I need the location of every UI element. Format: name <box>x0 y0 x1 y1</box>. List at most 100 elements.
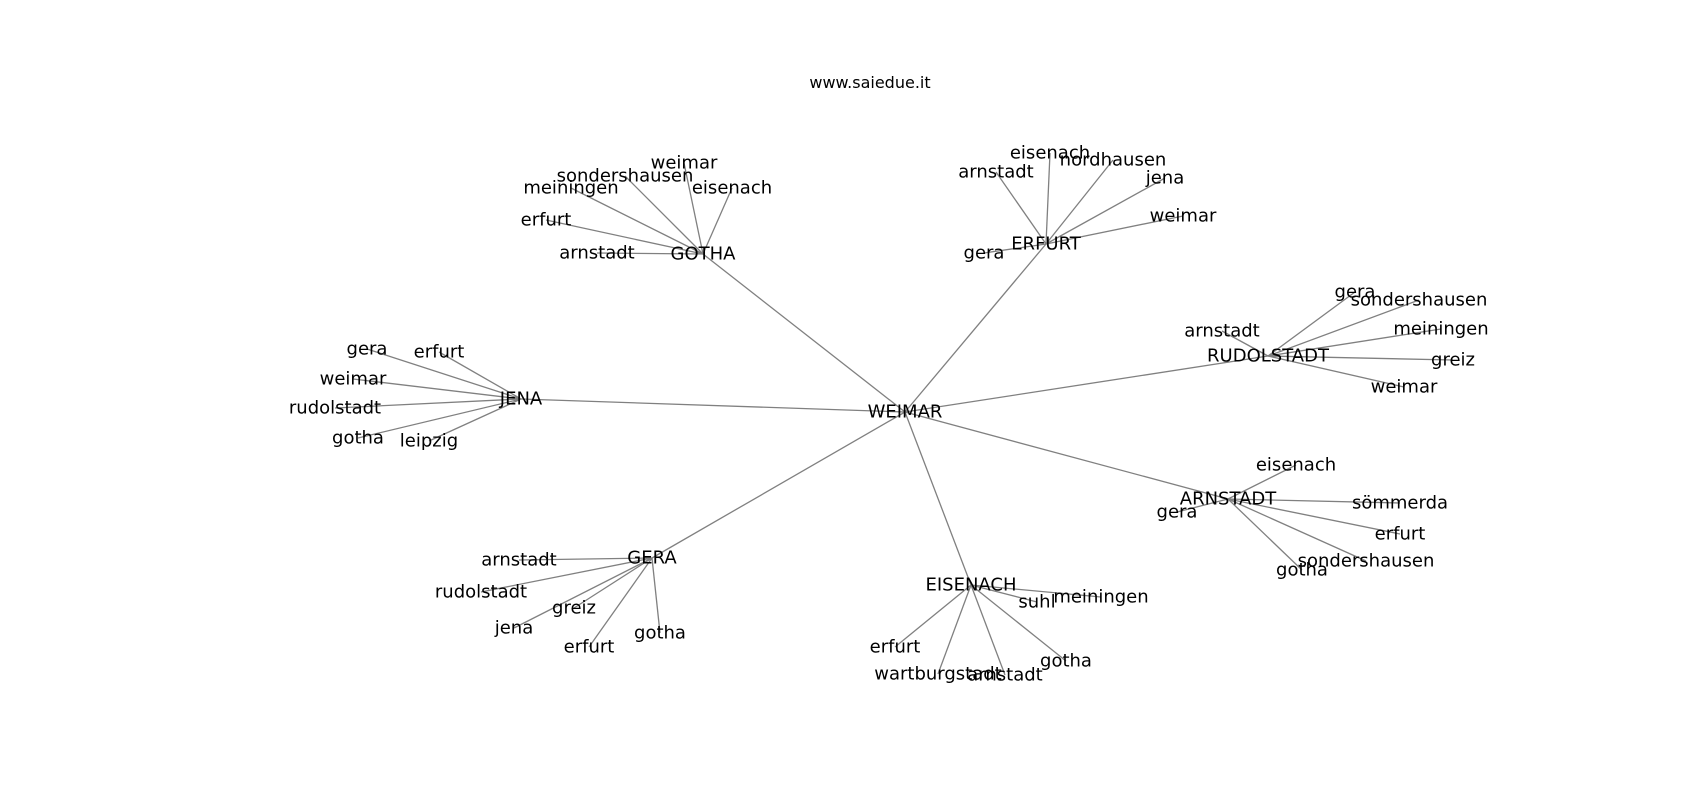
node-hub-erfurt: ERFURT <box>1011 234 1082 255</box>
edge-erfurt-arnstadt <box>995 171 1047 245</box>
edge-center-to-rudolstadt-hub <box>904 355 1269 413</box>
node-leaf-erfurt-weimar: weimar <box>1150 206 1217 227</box>
edge-gotha-arnstadt <box>596 252 704 255</box>
edge-erfurt-weimar <box>1045 215 1184 245</box>
edge-jena-weimar <box>352 378 522 400</box>
edge-eisenach-gotha <box>970 584 1067 662</box>
node-leaf-gotha-sondershausen: sondershausen <box>557 166 694 187</box>
edge-eisenach-erfurt <box>894 584 972 648</box>
node-hub-gera: GERA <box>627 548 677 569</box>
node-hub-rudolstadt: RUDOLSTADT <box>1207 346 1330 367</box>
node-leaf-eisenach-suhl: suhl <box>1018 592 1055 613</box>
edge-arnstadt-sommerda <box>1227 498 1401 504</box>
node-leaf-erfurt-gera: gera <box>964 243 1005 264</box>
node-leaf-rudolstadt-gera: gera <box>1335 282 1376 303</box>
edge-rudolstadt-greiz <box>1267 355 1454 361</box>
node-leaf-erfurt-nordhausen: nordhausen <box>1060 150 1167 171</box>
node-leaf-arnstadt-sondershausen: sondershausen <box>1298 551 1435 572</box>
node-leaf-gotha-meiningen: meiningen <box>523 178 618 199</box>
node-leaf-gotha-eisenach: eisenach <box>692 178 772 199</box>
edge-jena-erfurt <box>438 351 522 400</box>
node-leaf-eisenach-wartburgstadt: wartburgstadt <box>874 664 1002 685</box>
node-leaf-jena-leipzig: leipzig <box>400 431 458 452</box>
edge-rudolstadt-arnstadt <box>1221 330 1269 357</box>
edge-jena-rudolstadt <box>334 398 522 409</box>
node-leaf-arnstadt-sommerda: sömmerda <box>1352 493 1448 514</box>
node-leaf-arnstadt-gotha: gotha <box>1276 560 1328 581</box>
node-leaf-arnstadt-erfurt: erfurt <box>1375 524 1426 545</box>
node-leaf-erfurt-arnstadt: arnstadt <box>958 162 1033 183</box>
edge-erfurt-nordhausen <box>1045 159 1114 245</box>
edge-gera-arnstadt <box>518 557 653 561</box>
node-leaf-jena-gera: gera <box>347 339 388 360</box>
node-hub-gotha: GOTHA <box>671 244 737 265</box>
node-leaf-eisenach-arnstadt: arnstadt <box>967 665 1042 686</box>
node-leaf-jena-gotha: gotha <box>332 428 384 449</box>
edge-center-to-gotha-hub <box>702 253 906 413</box>
node-leaf-jena-rudolstadt: rudolstadt <box>289 398 381 419</box>
edge-eisenach-suhl <box>970 584 1038 603</box>
edge-jena-leipzig <box>428 398 522 442</box>
edge-gera-greiz <box>573 557 653 609</box>
edge-gera-rudolstadt <box>480 557 653 593</box>
edge-gotha-eisenach <box>702 187 733 255</box>
node-leaf-eisenach-erfurt: erfurt <box>870 637 921 658</box>
node-leaf-erfurt-jena: jena <box>1145 168 1185 189</box>
node-leaf-jena-erfurt: erfurt <box>414 342 465 363</box>
diagram-title: www.saiedue.it <box>809 73 930 92</box>
edge-center-to-eisenach-hub <box>904 411 972 586</box>
node-leaf-gotha-weimar: weimar <box>651 153 718 174</box>
edge-gotha-meiningen <box>570 187 704 255</box>
edge-erfurt-jena <box>1045 177 1166 245</box>
node-leaf-gotha-erfurt: erfurt <box>521 210 572 231</box>
edge-center-to-jena-hub <box>520 398 906 413</box>
edge-arnstadt-gera <box>1176 498 1229 513</box>
edge-layer <box>334 152 1454 676</box>
edge-arnstadt-gotha <box>1227 498 1303 571</box>
node-leaf-gera-gotha: gotha <box>634 623 686 644</box>
node-leaf-rudolstadt-sondershausen: sondershausen <box>1351 290 1488 311</box>
node-center-weimar: WEIMAR <box>868 402 943 423</box>
node-leaf-rudolstadt-meiningen: meiningen <box>1393 319 1488 340</box>
node-leaf-arnstadt-gera: gera <box>1157 502 1198 523</box>
edge-gotha-weimar <box>683 162 704 255</box>
node-leaf-jena-weimar: weimar <box>320 369 387 390</box>
edge-center-to-erfurt-hub <box>904 243 1047 413</box>
node-leaf-rudolstadt-greiz: greiz <box>1431 350 1475 371</box>
edge-rudolstadt-gera <box>1267 291 1356 357</box>
node-hub-jena: JENA <box>499 389 543 410</box>
node-leaf-rudolstadt-weimar: weimar <box>1371 377 1438 398</box>
node-leaf-gotha-arnstadt: arnstadt <box>559 243 634 264</box>
edge-jena-gera <box>366 348 522 400</box>
node-leaf-rudolstadt-arnstadt: arnstadt <box>1184 321 1259 342</box>
edge-center-to-gera-hub <box>651 411 906 559</box>
edge-erfurt-eisenach <box>1045 152 1051 245</box>
edge-arnstadt-erfurt <box>1227 498 1401 535</box>
edge-erfurt-gera <box>983 243 1047 254</box>
edge-arnstadt-eisenach <box>1227 464 1297 500</box>
node-hub-eisenach: EISENACH <box>925 575 1016 596</box>
edge-gotha-erfurt <box>545 219 704 255</box>
node-leaf-eisenach-gotha: gotha <box>1040 651 1092 672</box>
node-leaf-erfurt-eisenach: eisenach <box>1010 143 1090 164</box>
edge-center-to-arnstadt-hub <box>904 411 1229 500</box>
edge-gera-gotha <box>651 557 661 634</box>
edge-gera-erfurt <box>588 557 653 648</box>
node-leaf-eisenach-meiningen: meiningen <box>1053 587 1148 608</box>
edge-rudolstadt-weimar <box>1267 355 1405 388</box>
edge-eisenach-wartburgstadt <box>937 584 972 675</box>
node-hub-arnstadt: ARNSTADT <box>1180 489 1277 510</box>
edge-eisenach-arnstadt <box>970 584 1006 676</box>
edge-jena-gotha <box>357 398 522 439</box>
edge-eisenach-meiningen <box>970 584 1102 598</box>
node-leaf-gera-arnstadt: arnstadt <box>481 550 556 571</box>
edge-gera-jena <box>513 557 653 629</box>
node-leaf-gera-jena: jena <box>494 618 534 639</box>
edge-arnstadt-sondershausen <box>1227 498 1367 562</box>
edge-gotha-sondershausen <box>624 175 704 255</box>
node-leaf-gera-erfurt: erfurt <box>564 637 615 658</box>
node-leaf-gera-greiz: greiz <box>552 598 596 619</box>
